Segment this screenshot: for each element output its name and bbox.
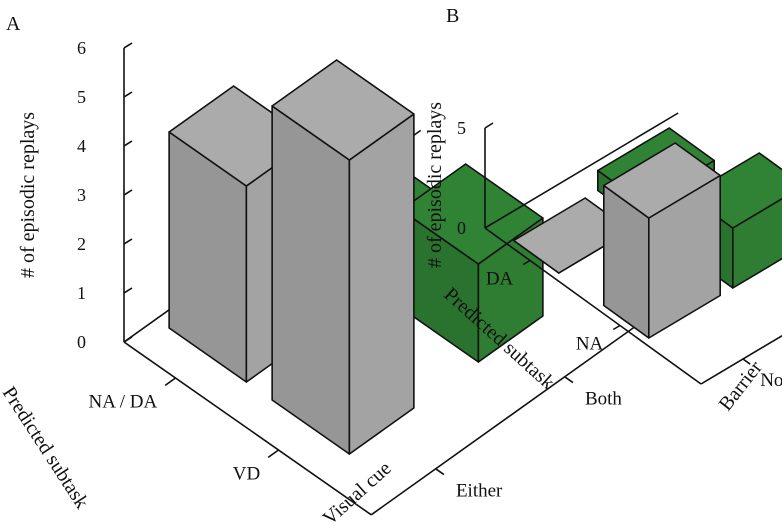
row-tick-mark: [522, 259, 531, 266]
panel-b-letter: B: [446, 5, 459, 27]
col-tick-mark: [742, 358, 751, 365]
panel-b-z-ticks: 05: [457, 118, 494, 238]
z-tick-label-1: 1: [77, 283, 86, 303]
bar-side-face: [271, 105, 351, 455]
col-label-both: Both: [585, 389, 622, 410]
panel-a: A # of episodic replays Predicted subtas…: [0, 13, 669, 530]
z-tick-label-3: 3: [77, 185, 86, 205]
z-tick-mark: [484, 122, 494, 129]
back-floor-line: [484, 112, 679, 229]
z-tick-label-4: 4: [77, 136, 86, 156]
row-label-na: NA: [576, 334, 604, 355]
panel-b-col-axis-title: Barrier: [715, 357, 767, 415]
row-tick-mark: [164, 377, 176, 387]
bar-front-face: [348, 113, 415, 455]
panel-b-axes: [484, 112, 782, 385]
row-axis-line: [123, 341, 372, 516]
row-tick-mark: [612, 324, 621, 331]
col-tick-mark: [435, 468, 445, 476]
z-tick-mark: [123, 287, 133, 294]
z-tick-label-6: 6: [77, 38, 86, 58]
z-tick-mark: [123, 42, 133, 49]
bar-top-face: [271, 59, 415, 161]
z-tick-mark: [123, 91, 133, 98]
col-label-no: No: [760, 370, 782, 391]
z-tick-mark: [123, 336, 133, 343]
row-axis-line: [484, 227, 702, 385]
row-label-da: DA: [486, 269, 514, 290]
row-label-na-da: NA / DA: [89, 391, 158, 412]
panel-a-row-axis-title: Predicted subtask: [0, 383, 93, 513]
col-label-either: Either: [456, 481, 503, 502]
bar-vd-either: [271, 59, 415, 455]
col-axis-line: [700, 334, 782, 385]
z-tick-mark: [123, 189, 133, 196]
z-tick-label-0: 0: [77, 332, 86, 352]
z-tick-mark: [123, 238, 133, 245]
bar-top-face: [602, 142, 722, 219]
panel-b-z-axis-title: # of episodic replays: [424, 102, 446, 268]
row-tick-mark: [267, 449, 279, 459]
panel-b-bars: [512, 127, 782, 339]
col-axis-line: [370, 302, 669, 516]
z-tick-label-2: 2: [77, 234, 86, 254]
row-label-vd: VD: [233, 463, 260, 484]
bar-top-face: [400, 163, 544, 265]
panel-a-bars: [168, 59, 544, 455]
z-tick-mark: [484, 222, 494, 229]
panel-a-z-axis-title: # of episodic replays: [17, 112, 39, 278]
panel-a-letter: A: [6, 13, 21, 35]
panel-a-category-labels: NA / DA VD Either Both: [89, 376, 622, 502]
panel-a-z-ticks: 0 1 2 3 4 5 6: [77, 38, 133, 352]
z-tick-label-5: 5: [457, 118, 466, 138]
col-tick-mark: [564, 376, 574, 384]
panel-a-col-axis-title: Visual cue: [319, 457, 396, 529]
z-tick-label-0: 0: [457, 218, 466, 238]
z-tick-mark: [123, 140, 133, 147]
bar-na-no: [602, 142, 722, 339]
bar-vd-both: [400, 163, 544, 363]
z-tick-label-5: 5: [77, 87, 86, 107]
panel-b-category-labels: DANANoYes: [486, 259, 782, 391]
